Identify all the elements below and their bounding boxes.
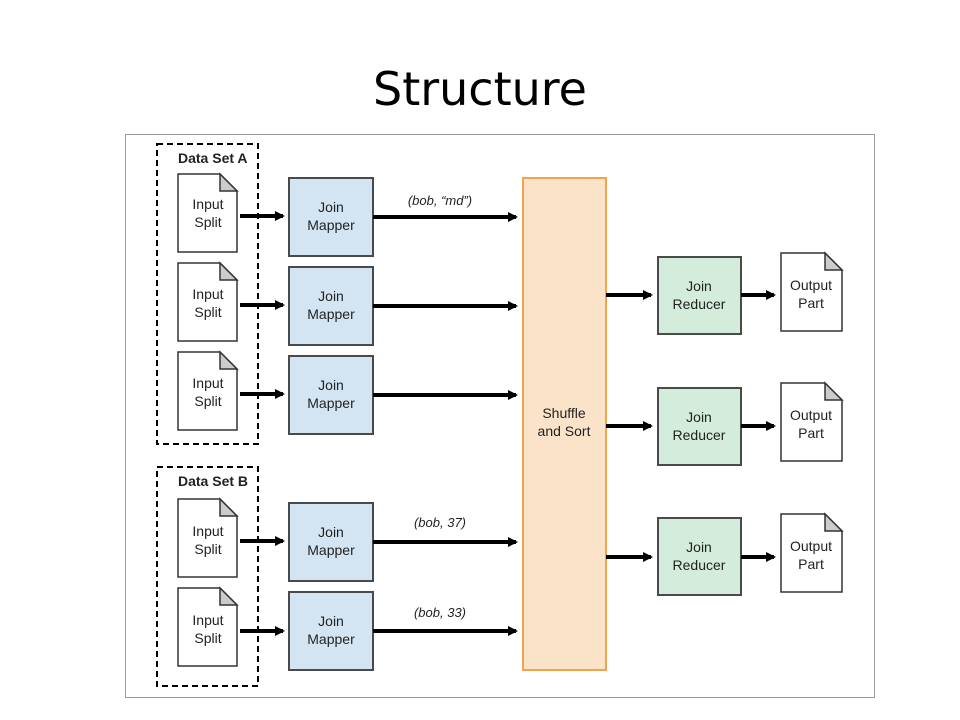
mapper-label: Join (318, 377, 344, 393)
join-mapper-3: Join Mapper (288, 355, 374, 435)
output-part-1: Output Part (780, 251, 844, 332)
shuffle-and-sort-box: Shuffle and Sort (522, 177, 607, 671)
kv-annotation-2: (bob, 37) (414, 515, 466, 530)
slide-title: Structure (373, 62, 587, 116)
join-mapper-1: Join Mapper (288, 177, 374, 257)
output-part-label: Output (790, 407, 832, 423)
shuffle-label: and Sort (538, 423, 591, 439)
output-part-label: Part (798, 425, 824, 441)
input-split-label: Input (192, 196, 223, 212)
mapper-label: Mapper (307, 395, 355, 411)
input-split-label: Split (194, 304, 221, 320)
input-split-label: Input (192, 286, 223, 302)
kv-annotation-3: (bob, 33) (414, 605, 466, 620)
mapper-label: Join (318, 288, 344, 304)
join-mapper-5: Join Mapper (288, 591, 374, 671)
data-set-a-label: Data Set A (178, 150, 248, 166)
input-split-label: Split (194, 541, 221, 557)
mapper-label: Mapper (307, 631, 355, 647)
mapper-label: Mapper (307, 542, 355, 558)
output-part-label: Output (790, 277, 832, 293)
input-split-label: Split (194, 214, 221, 230)
input-split-label: Split (194, 630, 221, 646)
output-part-2: Output Part (780, 381, 844, 462)
mapper-label: Join (318, 524, 344, 540)
diagram-frame (125, 134, 875, 698)
input-split-5: Input Split (177, 586, 239, 667)
join-reducer-3: Join Reducer (657, 517, 742, 596)
mapper-label: Mapper (307, 217, 355, 233)
mapper-label: Join (318, 613, 344, 629)
input-split-3: Input Split (177, 350, 239, 431)
reducer-label: Reducer (673, 557, 726, 573)
reducer-label: Join (686, 539, 712, 555)
output-part-label: Part (798, 295, 824, 311)
output-part-3: Output Part (780, 512, 844, 593)
input-split-label: Split (194, 393, 221, 409)
mapper-label: Mapper (307, 306, 355, 322)
join-reducer-1: Join Reducer (657, 256, 742, 335)
reducer-to-output-arrows (741, 290, 776, 562)
join-mapper-2: Join Mapper (288, 266, 374, 346)
input-to-mapper-arrows (240, 211, 285, 636)
input-split-label: Input (192, 612, 223, 628)
input-split-label: Input (192, 375, 223, 391)
input-split-label: Input (192, 523, 223, 539)
data-set-b-group (156, 466, 259, 687)
shuffle-label: Shuffle (542, 405, 586, 421)
reducer-label: Join (686, 278, 712, 294)
mapper-label: Join (318, 199, 344, 215)
kv-annotation-1: (bob, “md”) (408, 193, 472, 208)
join-reducer-2: Join Reducer (657, 387, 742, 466)
input-split-4: Input Split (177, 497, 239, 578)
reducer-label: Reducer (673, 296, 726, 312)
reducer-label: Join (686, 409, 712, 425)
input-split-1: Input Split (177, 172, 239, 253)
shuffle-to-reducer-arrows (606, 290, 653, 562)
output-part-label: Part (798, 556, 824, 572)
input-split-2: Input Split (177, 261, 239, 342)
output-part-label: Output (790, 538, 832, 554)
data-set-a-group (156, 143, 259, 445)
reducer-label: Reducer (673, 427, 726, 443)
join-mapper-4: Join Mapper (288, 502, 374, 582)
mapper-to-shuffle-arrows (373, 212, 518, 636)
data-set-b-label: Data Set B (178, 473, 248, 489)
